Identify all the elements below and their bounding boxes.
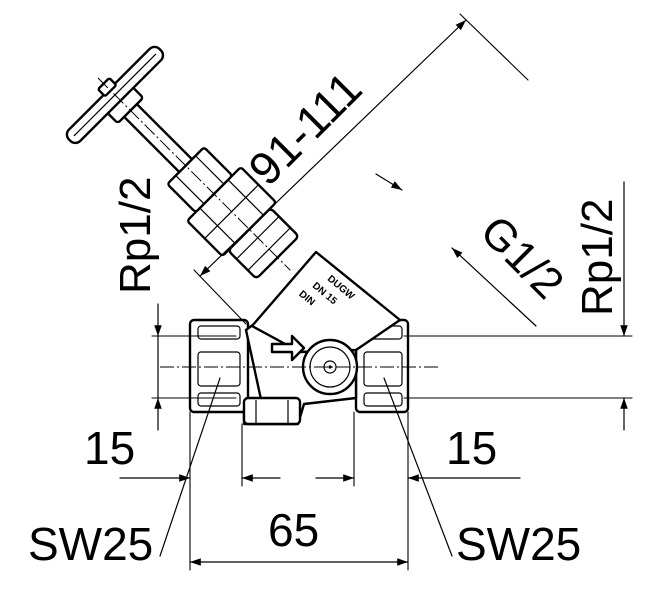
dim-sw-right-label: SW25 xyxy=(456,518,581,570)
dim-bonnet-thread: G1/2 xyxy=(375,173,573,327)
dim-thread-right-label: Rp1/2 xyxy=(573,199,622,316)
dim-sw-left-label: SW25 xyxy=(28,518,153,570)
drain-boss xyxy=(242,396,302,426)
flow-arrow-icon xyxy=(270,334,306,362)
dim-offsets: 15 15 xyxy=(84,411,521,571)
dim-thread-right: Rp1/2 xyxy=(403,181,633,431)
dim-right-offset-label: 15 xyxy=(446,422,497,474)
dim-sw-left: SW25 xyxy=(28,377,221,570)
dim-thread-left-label: Rp1/2 xyxy=(111,177,160,294)
dim-overall-length-label: 65 xyxy=(268,504,319,556)
dim-bonnet-thread-label: G1/2 xyxy=(471,206,573,308)
dim-overall-length: 65 xyxy=(189,504,409,566)
dim-left-offset-label: 15 xyxy=(84,422,135,474)
dim-sw-right: SW25 xyxy=(383,377,581,570)
left-port xyxy=(188,318,250,414)
dim-thread-left: Rp1/2 xyxy=(111,177,237,431)
